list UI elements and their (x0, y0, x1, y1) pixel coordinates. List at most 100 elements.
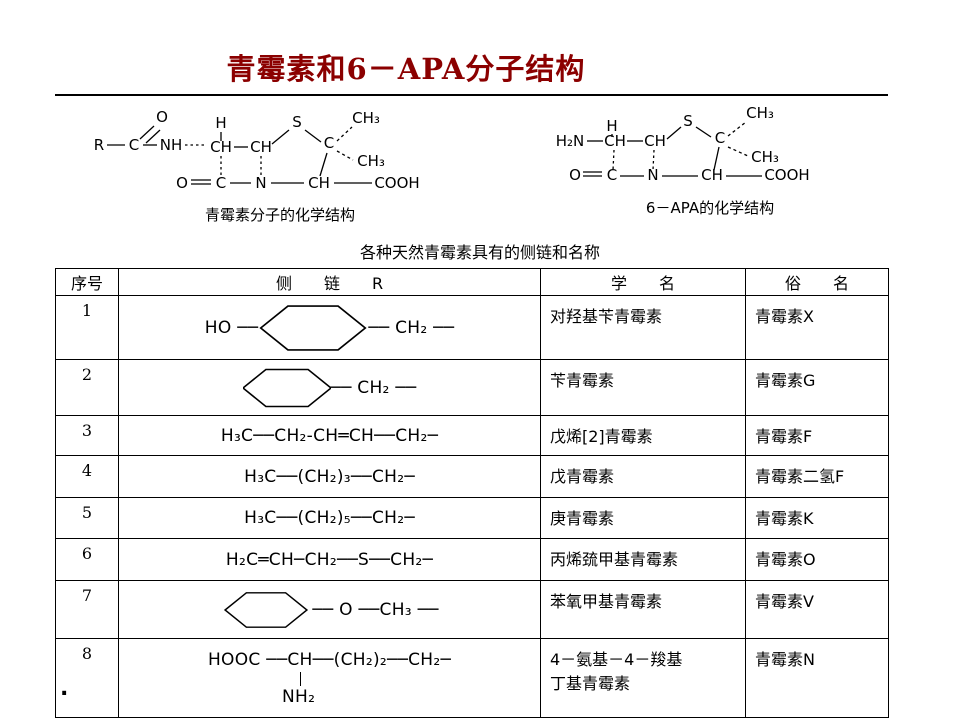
vertical-bond (299, 671, 301, 686)
common-name-cell: 青霉素F (745, 415, 889, 456)
atom-o: O (156, 108, 168, 126)
table-caption: 各种天然青霉素具有的侧链和名称 (359, 243, 600, 262)
penicillin-side-chain-table: 序号 侧 链 R 学 名 俗 名 1 HO ── ── CH₂ ── 对羟基苄青霉… (55, 268, 889, 718)
atom-c: C (324, 134, 334, 152)
row-no: 7 (55, 580, 119, 639)
atom-n: N (255, 174, 266, 192)
atom-ch: CH (210, 138, 232, 156)
side-chain-cell: H₃C──(CH₂)₅──CH₂─ (118, 497, 541, 539)
atom-c: C (607, 166, 617, 184)
side-chain-formula: H₃C──(CH₂)₃──CH₂─ (244, 466, 415, 487)
atom-s: S (683, 112, 693, 130)
side-chain-formula: HOOC ──CH──(CH₂)₂──CH₂─ NH₂ (208, 650, 451, 707)
common-name-cell: 青霉素O (745, 538, 889, 581)
atom-cooh: COOH (374, 174, 419, 192)
bond-lines (583, 121, 762, 177)
common-name-cell: 青霉素V (745, 580, 889, 639)
bond-lines (107, 125, 372, 185)
side-chain-cell: H₂C═CH─CH₂──S──CH₂─ (118, 538, 541, 581)
atom-ch3: CH₃ (357, 152, 385, 170)
table-row: 2 ── CH₂ ── 苄青霉素 青霉素G (55, 359, 889, 416)
atom-nh: NH (160, 136, 183, 154)
row-no: 2 (55, 359, 119, 416)
header-common: 俗 名 (745, 268, 889, 296)
atom-labels: R C O NH H CH CH S C CH₃ CH₃ O C N CH CO… (94, 108, 420, 192)
atom-ch: CH (644, 132, 666, 150)
side-chain-formula: H₃C──(CH₂)₅──CH₂─ (244, 508, 415, 528)
atom-n: N (647, 166, 658, 184)
header-row: 序号 侧 链 R 学 名 俗 名 (55, 268, 889, 296)
atom-ch: CH (701, 166, 723, 184)
row-no: 6 (55, 538, 119, 581)
atom-h: H (215, 114, 226, 132)
formula-main-line: HOOC ──CH──(CH₂)₂──CH₂─ (207, 649, 452, 670)
table-row: 7 ── O ──CH₃ ── 苯氧甲基青霉素 青霉素V (55, 580, 889, 639)
table-row: 8 HOOC ──CH──(CH₂)₂──CH₂─ NH₂ 4－氨基－4－羧基 … (55, 638, 889, 718)
slide-bullet: . (60, 676, 69, 701)
atom-labels: H₂N H CH CH S C CH₃ CH₃ O C N CH COOH (556, 104, 810, 184)
row-no: 8 (55, 638, 119, 718)
sci-name-cell: 丙烯巯甲基青霉素 (540, 538, 746, 581)
benzene-ring-icon (259, 304, 367, 351)
atom-h2n: H₂N (556, 132, 585, 150)
atom-o: O (569, 166, 581, 184)
common-name-cell: 青霉素K (745, 497, 889, 539)
sci-name-cell: 4－氨基－4－羧基 丁基青霉素 (540, 638, 746, 718)
atom-ch: CH (250, 138, 272, 156)
side-chain-text: ── CH₂ ── (368, 317, 455, 338)
atom-c: C (216, 174, 226, 192)
header-sci: 学 名 (540, 268, 746, 296)
side-chain-cell: H₃C──(CH₂)₃──CH₂─ (118, 455, 541, 498)
atom-s: S (292, 113, 302, 131)
apa-structure-diagram: H₂N H CH CH S C CH₃ CH₃ O C N CH COOH (556, 104, 810, 184)
benzene-ring-icon (241, 368, 332, 407)
row-no: 5 (55, 497, 119, 539)
side-chain-text: HO ── (204, 317, 259, 338)
atom-ch: CH (604, 132, 626, 150)
side-chain-formula: H₂C═CH─CH₂──S──CH₂─ (225, 549, 434, 570)
row-no: 1 (55, 295, 119, 360)
side-chain-text: ── O ──CH₃ ── (312, 599, 439, 620)
table-row: 4 H₃C──(CH₂)₃──CH₂─ 戊青霉素 青霉素二氢F (55, 455, 889, 498)
common-name-cell: 青霉素G (745, 359, 889, 416)
table-row: 5 H₃C──(CH₂)₅──CH₂─ 庚青霉素 青霉素K (55, 497, 889, 539)
sci-name-cell: 戊青霉素 (540, 455, 746, 498)
common-name-cell: 青霉素二氢F (745, 455, 889, 498)
row-no: 3 (55, 415, 119, 456)
header-no: 序号 (55, 268, 119, 296)
atom-cooh: COOH (764, 166, 809, 184)
header-chain: 侧 链 R (118, 268, 541, 296)
side-chain-cell: ── CH₂ ── (118, 359, 541, 416)
atom-h: H (606, 117, 617, 135)
nh2-group: NH₂ (281, 686, 316, 707)
penicillin-structure-caption: 青霉素分子的化学结构 (204, 206, 355, 224)
side-chain-formula: H₃C──CH₂-CH═CH──CH₂─ (220, 425, 439, 446)
sci-name-cell: 庚青霉素 (540, 497, 746, 539)
atom-c: C (129, 136, 139, 154)
table-row: 3 H₃C──CH₂-CH═CH──CH₂─ 戊烯[2]青霉素 青霉素F (55, 415, 889, 456)
apa-structure-caption: 6－APA的化学结构 (645, 199, 775, 217)
table-row: 1 HO ── ── CH₂ ── 对羟基苄青霉素 青霉素X (55, 295, 889, 360)
side-chain-cell: HOOC ──CH──(CH₂)₂──CH₂─ NH₂ (118, 638, 541, 718)
atom-ch3: CH₃ (746, 104, 774, 122)
atom-c: C (715, 129, 725, 147)
table-row: 6 H₂C═CH─CH₂──S──CH₂─ 丙烯巯甲基青霉素 青霉素O (55, 538, 889, 581)
side-chain-cell: H₃C──CH₂-CH═CH──CH₂─ (118, 415, 541, 456)
row-no: 4 (55, 455, 119, 498)
common-name-cell: 青霉素N (745, 638, 889, 718)
atom-ch3: CH₃ (751, 148, 779, 166)
side-chain-text: ── CH₂ ── (330, 377, 417, 398)
benzene-ring-icon (224, 591, 309, 628)
penicillin-structure-diagram: R C O NH H CH CH S C CH₃ CH₃ O C N CH CO… (94, 108, 420, 192)
atom-r: R (94, 136, 104, 154)
sci-name-cell: 对羟基苄青霉素 (540, 295, 746, 360)
sci-name-cell: 苄青霉素 (540, 359, 746, 416)
side-chain-cell: ── O ──CH₃ ── (118, 580, 541, 639)
sci-name-cell: 戊烯[2]青霉素 (540, 415, 746, 456)
common-name-cell: 青霉素X (745, 295, 889, 360)
page-title: 青霉素和6－APA分子结构 (226, 52, 586, 86)
atom-ch: CH (308, 174, 330, 192)
side-chain-cell: HO ── ── CH₂ ── (118, 295, 541, 360)
sci-name-cell: 苯氧甲基青霉素 (540, 580, 746, 639)
